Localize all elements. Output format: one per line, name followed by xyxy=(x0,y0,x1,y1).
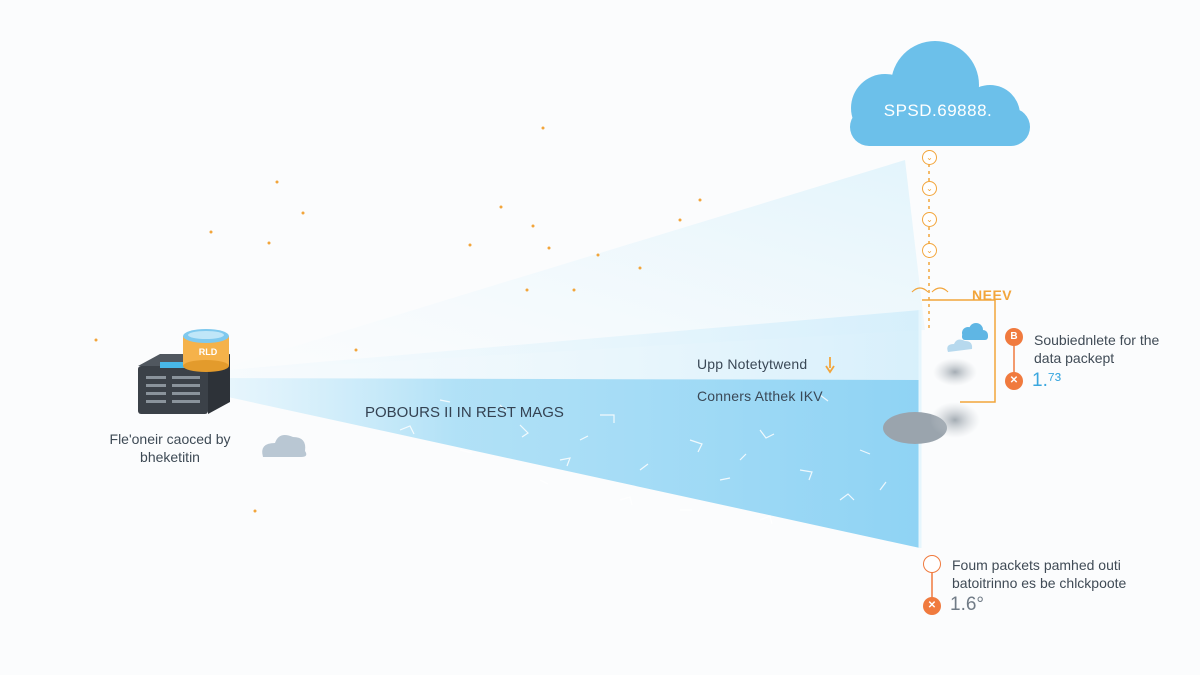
source-label-line-2: bheketitin xyxy=(140,449,200,465)
chevron-down-icon: ⌄ xyxy=(922,181,937,196)
chevron-down-icon: ⌄ xyxy=(922,212,937,227)
source-label: Fle'oneir caoced by bheketitin xyxy=(100,430,240,466)
source-label-line-1: Fle'oneir caoced by xyxy=(109,431,231,447)
alert-icon xyxy=(825,357,835,374)
checkpoint-bracket xyxy=(922,299,996,403)
callout-b-value: 1.6° xyxy=(950,594,985,615)
database-label: RLD xyxy=(198,347,218,357)
beam-upper-band xyxy=(205,310,920,380)
beam-note-1: Upp Notetytwend xyxy=(697,356,808,372)
smoke-blob xyxy=(933,358,977,386)
smoke-blob xyxy=(930,402,980,438)
callout-a-text: Soubiednlete for the data packept xyxy=(1034,332,1160,366)
close-icon: ✕ xyxy=(1005,372,1023,390)
callout-a-value: 1.⁷³ xyxy=(1032,370,1062,391)
close-icon: ✕ xyxy=(923,597,941,615)
beam-doodles xyxy=(399,394,900,525)
data-beam xyxy=(205,378,920,548)
chevron-down-icon: ⌄ xyxy=(922,150,937,165)
cloud-label: SPSD.69888. xyxy=(883,101,993,120)
beam-title: POBOURS II IN REST MAGS xyxy=(365,404,564,421)
upload-cloud-icon xyxy=(947,323,988,352)
callout-b-text: Foum packets pamhed outi batoitrinno es … xyxy=(952,557,1127,591)
callout-b-marker xyxy=(923,555,941,573)
cloud-icon xyxy=(850,41,1030,146)
small-cloud-icon xyxy=(262,435,307,457)
chevron-down-icon: ⌄ xyxy=(922,243,937,258)
particles xyxy=(94,126,702,513)
signal-arcs xyxy=(911,287,949,293)
upper-light-fan xyxy=(210,160,925,372)
database-icon xyxy=(183,329,229,372)
checkpoint-label: NEEV xyxy=(972,287,1013,303)
callout-a-marker: B xyxy=(1005,328,1023,346)
beam-note-2: Conners Atthek IKV xyxy=(697,388,823,404)
